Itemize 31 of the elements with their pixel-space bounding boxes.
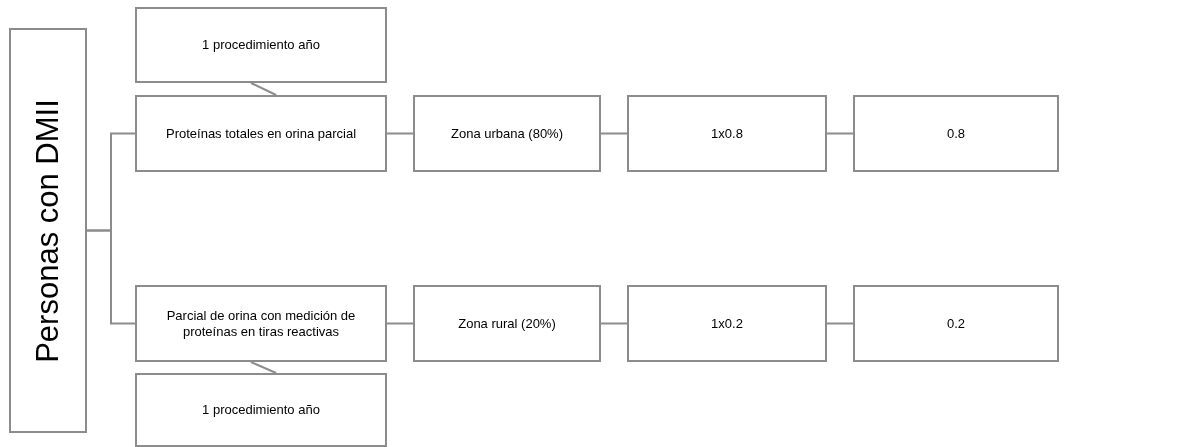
title-box [9,28,87,433]
process-box [627,95,827,172]
connector-line [600,322,628,325]
process-box [413,285,601,362]
process-box [853,285,1059,362]
connector-line [826,132,854,135]
node-label: 0.2 [945,315,967,332]
node-label: 1x0.8 [710,125,744,142]
connector-line [249,361,278,374]
node-label: 0.8 [945,125,967,142]
node-label: Proteínas totales en orina parcial [164,125,358,142]
node-label: Personas con DMII [30,98,66,363]
node-label: 1 procedimiento año [201,37,321,53]
connector-line [249,82,278,96]
process-box [853,95,1059,172]
connector-line [86,229,136,325]
node-label: Zona urbana (80%) [450,125,564,142]
node-label: Zona rural (20%) [457,315,557,332]
process-box [627,285,827,362]
process-box [135,285,387,362]
node-label: 1x0.2 [710,315,744,332]
process-box [135,7,387,83]
connector-line [386,132,414,135]
connector-line [600,132,628,135]
process-box [413,95,601,172]
node-label: Parcial de orina con medición de proteínas en tiras reactivas [165,307,357,340]
process-box [135,95,387,172]
connector-line [386,322,414,325]
connector-line [826,322,854,325]
process-box [135,373,387,447]
node-label: 1 procedimiento año [201,402,321,418]
